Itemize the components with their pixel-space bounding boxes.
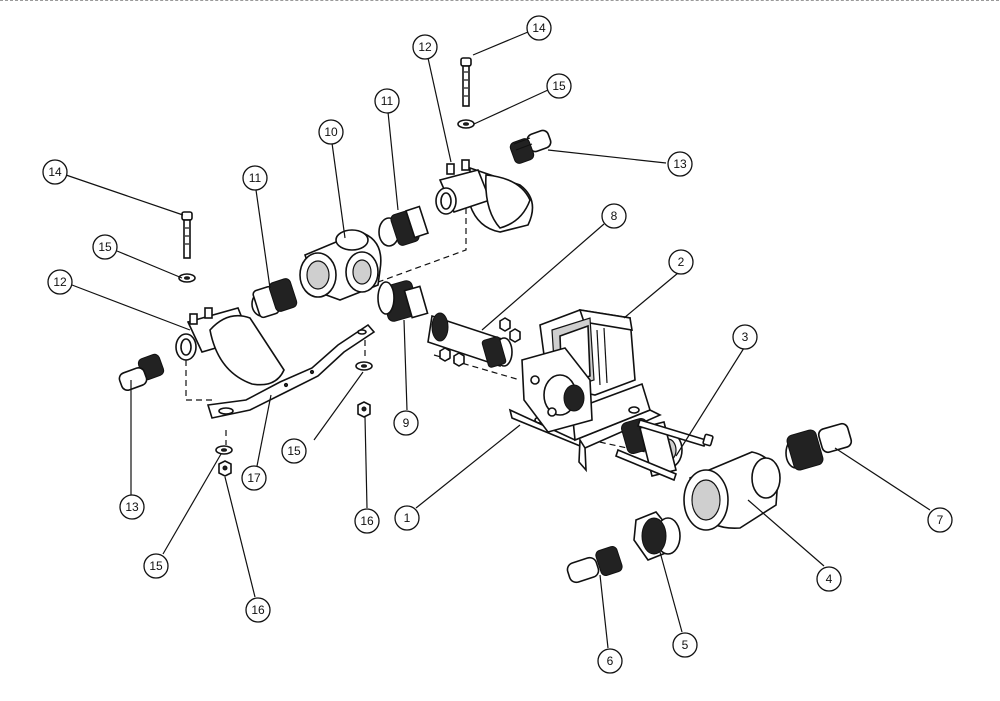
reducing-bushing	[633, 511, 681, 561]
callout-14-left: 14	[42, 159, 68, 185]
callout-label: 1	[404, 511, 411, 525]
nut-bracket-right	[357, 401, 371, 418]
hose-barb-right	[785, 422, 853, 471]
callout-label: 14	[532, 21, 546, 35]
long-bolts	[615, 419, 714, 482]
callout-label: 2	[678, 255, 685, 269]
callout-label: 4	[826, 572, 833, 586]
callout-13-left: 13	[119, 494, 145, 520]
callout-label: 11	[381, 94, 394, 108]
callout-10: 10	[318, 119, 344, 145]
hose-barb-bottom	[566, 546, 623, 584]
washer-upper	[457, 119, 475, 129]
callout-12-left: 12	[47, 269, 73, 295]
callout-8: 8	[601, 203, 627, 229]
elbow-fitting	[683, 451, 781, 531]
callout-14-upper: 14	[526, 15, 552, 41]
callout-17: 17	[241, 465, 267, 491]
callout-label: 5	[682, 638, 689, 652]
callout-15-bracket-left: 15	[143, 553, 169, 579]
callout-label: 10	[324, 125, 338, 139]
nut-bracket-left	[218, 460, 232, 477]
callout-12-upper: 12	[412, 34, 438, 60]
callout-label: 16	[360, 514, 374, 528]
callout-2: 2	[668, 249, 694, 275]
callout-label: 7	[937, 513, 944, 527]
callout-label: 9	[403, 416, 410, 430]
callout-13-upper: 13	[667, 151, 693, 177]
valve-body-left	[175, 307, 285, 386]
callout-label: 15	[552, 79, 566, 93]
callout-label: 15	[98, 240, 112, 254]
washer-bracket-right	[355, 361, 373, 371]
callout-label: 11	[249, 171, 262, 185]
tee-fitting	[299, 229, 382, 301]
callout-6: 6	[597, 648, 623, 674]
nipple-center	[377, 280, 429, 322]
callout-label: 15	[149, 559, 163, 573]
bolt-left	[181, 211, 193, 259]
callout-label: 13	[673, 157, 687, 171]
small-nuts	[439, 317, 521, 367]
callout-label: 15	[287, 444, 301, 458]
valve-body-upper	[435, 159, 534, 233]
callout-11-upper: 11	[374, 88, 400, 114]
callout-label: 16	[251, 603, 265, 617]
callout-label: 12	[418, 40, 432, 54]
callout-label: 3	[742, 330, 749, 344]
callout-11-left: 11	[242, 165, 268, 191]
callout-16-right: 16	[354, 508, 380, 534]
washer-left	[178, 273, 196, 283]
callout-16-left: 16	[245, 597, 271, 623]
callout-15-bracket-right: 15	[281, 438, 307, 464]
callout-15-upper: 15	[546, 73, 572, 99]
callout-label: 13	[125, 500, 139, 514]
callout-7: 7	[927, 507, 953, 533]
callout-4: 4	[816, 566, 842, 592]
nipple-upper	[378, 205, 429, 247]
hose-barb-upper	[509, 129, 552, 164]
callout-1: 1	[394, 505, 420, 531]
callout-label: 17	[247, 471, 261, 485]
callout-label: 14	[48, 165, 62, 179]
callout-label: 6	[607, 654, 614, 668]
callout-5: 5	[672, 632, 698, 658]
leader-lines	[65, 31, 931, 649]
callout-3: 3	[732, 324, 758, 350]
mounting-bracket	[206, 323, 376, 419]
callout-label: 8	[611, 209, 618, 223]
solenoid-valve-body	[521, 347, 593, 433]
callout-15-left: 15	[92, 234, 118, 260]
hose-barb-left	[118, 353, 165, 392]
nipple-left	[251, 278, 298, 319]
callout-label: 12	[53, 275, 67, 289]
bolt-upper	[460, 57, 472, 107]
pipe-nipple	[427, 312, 513, 368]
callout-9: 9	[393, 410, 419, 436]
washer-bracket-left	[215, 445, 233, 455]
